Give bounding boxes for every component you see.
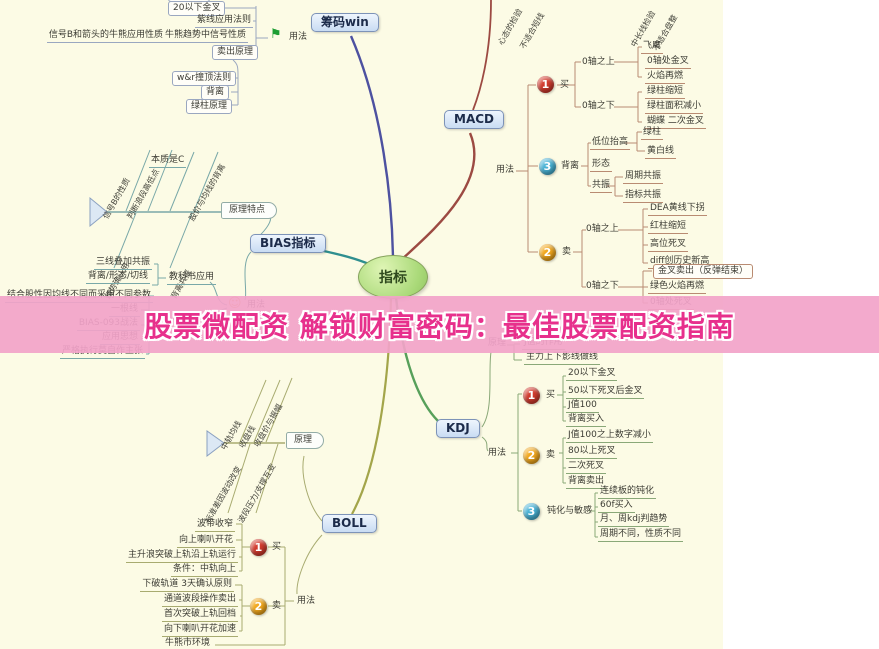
shape-yuanli-tedian[interactable]: 原理特点 xyxy=(221,202,278,219)
topic-zhushenglang-tupo[interactable]: 主升浪突破上轨沿上轨运行 xyxy=(125,550,238,563)
topic-0zhou-shang-sell[interactable]: 0轴之上 xyxy=(586,224,619,234)
topic-zhibiao-gongzhen[interactable]: 指标共振 xyxy=(623,190,664,203)
topic-lianxuban-dunhua[interactable]: 连续板的钝化 xyxy=(598,486,657,499)
topic-niuxiongshi-huanjing[interactable]: 牛熊市环境 xyxy=(163,638,212,649)
topic-lvse-huoyan-zairan[interactable]: 绿色火焰再燃 xyxy=(648,281,707,294)
topic-lvzhu-mianji-jianxiao[interactable]: 绿柱面积减小 xyxy=(645,101,704,114)
badge-boll-sell[interactable]: 2 xyxy=(250,598,267,615)
topic-xiangshang-laba-kaihua[interactable]: 向上喇叭开花 xyxy=(176,535,235,548)
center-topic[interactable]: 指标 xyxy=(358,255,428,299)
topic-dea-huangxian-xiaguai[interactable]: DEA黄线下拐 xyxy=(648,203,707,216)
badge-boll-buy[interactable]: 1 xyxy=(250,539,267,556)
topic-jincha-maichu-fantan[interactable]: 金叉卖出（反弹结束） xyxy=(653,264,754,279)
topic-beili-mairu[interactable]: 背离买入 xyxy=(566,414,607,427)
topic-boll-yongfa[interactable]: 用法 xyxy=(297,596,316,606)
rot-shoupanjia-zhenfu[interactable]: 收盘价与振幅 xyxy=(252,402,285,449)
node-chouma-win[interactable]: 筹码win xyxy=(311,13,379,32)
badge-macd-buy[interactable]: 1 xyxy=(537,76,554,93)
topic-shouci-tupo-huidang[interactable]: 首次突破上轨回档 xyxy=(161,609,238,622)
topic-hudie-erci-jincha[interactable]: 蝴蝶 二次金叉 xyxy=(645,116,706,129)
topic-80yishang-sicha[interactable]: 80以上死叉 xyxy=(566,446,618,459)
topic-beili-chouma[interactable]: 背离 xyxy=(201,85,230,100)
topic-dunhua-minggan[interactable]: 钝化与敏感 xyxy=(547,506,593,516)
topic-beili-xingtai-qiexian[interactable]: 背离/形态/切线 xyxy=(85,271,150,284)
badge-macd-beili[interactable]: 3 xyxy=(539,158,556,175)
topic-maichu-yuanli[interactable]: 卖出原理 xyxy=(212,45,259,60)
topic-0zhou-shang-buy[interactable]: 0轴之上 xyxy=(582,57,615,67)
topic-feiying[interactable]: 飞鹰 xyxy=(641,41,664,54)
topic-macd-sell[interactable]: 卖 xyxy=(562,247,572,257)
topic-yuezhou-kdj-qushi[interactable]: 月、周kdj判趋势 xyxy=(598,514,670,527)
topic-beili-maichu[interactable]: 背离卖出 xyxy=(566,476,607,489)
topic-boll-sell[interactable]: 卖 xyxy=(272,601,282,611)
topic-huangbaixian[interactable]: 黄白线 xyxy=(645,146,677,159)
topic-0zhou-xia-sell[interactable]: 0轴之下 xyxy=(586,281,619,291)
badge-macd-sell[interactable]: 2 xyxy=(539,244,556,261)
badge-kdj-buy[interactable]: 1 xyxy=(523,387,540,404)
topic-chouma-yongfa[interactable]: 用法 xyxy=(289,32,308,42)
topic-jiaokeshu-yingyong[interactable]: 教科书应用 xyxy=(167,272,217,285)
topic-boll-buy[interactable]: 买 xyxy=(272,542,282,552)
shape-boll-yuanli[interactable]: 原理 xyxy=(286,432,325,449)
topic-zhouqi-gongzhen[interactable]: 周期共振 xyxy=(623,171,664,184)
topic-gaowei-sicha[interactable]: 高位死叉 xyxy=(648,239,689,252)
topic-0zhouchu-jincha[interactable]: 0轴处金叉 xyxy=(645,56,691,69)
topic-huoyan-zairan[interactable]: 火焰再燃 xyxy=(645,71,686,84)
topic-diwei-taigao[interactable]: 低位抬高 xyxy=(590,137,631,150)
topic-tongdao-boduan-maichu[interactable]: 通道波段操作卖出 xyxy=(161,594,238,607)
topic-jzhi100-shuzi-jianxiao[interactable]: J值100之上数字减小 xyxy=(566,430,653,443)
topic-jzhi-100[interactable]: J值100 xyxy=(566,400,599,413)
topic-zhouqi-butong-xingzhi[interactable]: 周期不同，性质不同 xyxy=(598,529,684,542)
topic-20yixia-jincha-chouma[interactable]: 20以下金叉 xyxy=(168,1,226,16)
topic-erci-sicha[interactable]: 二次死叉 xyxy=(566,461,607,474)
topic-lvzhu-yuanli[interactable]: 绿柱原理 xyxy=(186,99,233,114)
topic-60f-mairu[interactable]: 60f买入 xyxy=(598,500,635,513)
topic-macd-yongfa[interactable]: 用法 xyxy=(496,165,515,175)
promo-banner: 股票微配资 解锁财富密码：最佳股票配资指南 xyxy=(0,296,879,353)
badge-kdj-dunhua[interactable]: 3 xyxy=(523,503,540,520)
topic-zixian-yingyong-faze[interactable]: 紫线应用法则 xyxy=(194,15,253,28)
topic-gongzhen[interactable]: 共振 xyxy=(590,180,613,193)
topic-lvzhu-suoduan[interactable]: 绿柱缩短 xyxy=(645,86,686,99)
topic-lvzhu[interactable]: 绿柱 xyxy=(641,127,664,140)
topic-xinhaoB-jiantou-niuxiong[interactable]: 信号B和箭头的牛熊应用性质 xyxy=(46,30,165,43)
topic-hongzhu-suoduan[interactable]: 红柱缩短 xyxy=(648,221,689,234)
topic-kdj-sell[interactable]: 卖 xyxy=(546,450,556,460)
topic-50yixia-sicha-jincha[interactable]: 50以下死叉后金叉 xyxy=(566,386,645,399)
badge-kdj-sell[interactable]: 2 xyxy=(523,447,540,464)
node-bias[interactable]: BIAS指标 xyxy=(250,234,326,253)
topic-xiangxia-laba-jiasu[interactable]: 向下喇叭开花加速 xyxy=(161,624,238,637)
topic-macd-buy[interactable]: 买 xyxy=(560,80,570,90)
topic-wr-zhuangding-faze[interactable]: w&r撞顶法则 xyxy=(172,71,237,86)
promo-banner-text: 股票微配资 解锁财富密码：最佳股票配资指南 xyxy=(144,309,735,343)
topic-benzhi-shi-C[interactable]: 本质是C xyxy=(149,155,187,168)
topic-niuxiong-qushi-xinhao[interactable]: 牛熊趋势中信号性质 xyxy=(162,30,248,43)
topic-sanxian-diejia-gongzhen[interactable]: 三线叠加共振 xyxy=(93,257,152,270)
rot-panduan-langduan[interactable]: 判断浪段高低点 xyxy=(125,167,162,221)
topic-bodai-shouzhai[interactable]: 波带收窄 xyxy=(194,519,235,532)
topic-kdj-buy[interactable]: 买 xyxy=(546,390,556,400)
topic-xiapo-guidao-queren[interactable]: 下破轨道 3天确认原则 xyxy=(140,579,234,592)
green-flag-icon: ⚑ xyxy=(270,27,282,42)
topic-tiaojian-zhonggui-xiangshang[interactable]: 条件：中轨向上 xyxy=(170,564,238,577)
topic-0zhou-xia-buy[interactable]: 0轴之下 xyxy=(582,101,615,111)
topic-zhuli-yingxian-zuoxian[interactable]: 主力上下影线做线 xyxy=(524,352,601,365)
topic-xingtai[interactable]: 形态 xyxy=(590,159,613,172)
topic-macd-beili[interactable]: 背离 xyxy=(561,161,580,171)
node-macd[interactable]: MACD xyxy=(444,110,504,129)
node-boll[interactable]: BOLL xyxy=(322,514,377,533)
topic-20yixia-jincha-kdj[interactable]: 20以下金叉 xyxy=(566,368,618,381)
node-kdj[interactable]: KDJ xyxy=(436,419,480,438)
topic-kdj-yongfa[interactable]: 用法 xyxy=(488,448,507,458)
